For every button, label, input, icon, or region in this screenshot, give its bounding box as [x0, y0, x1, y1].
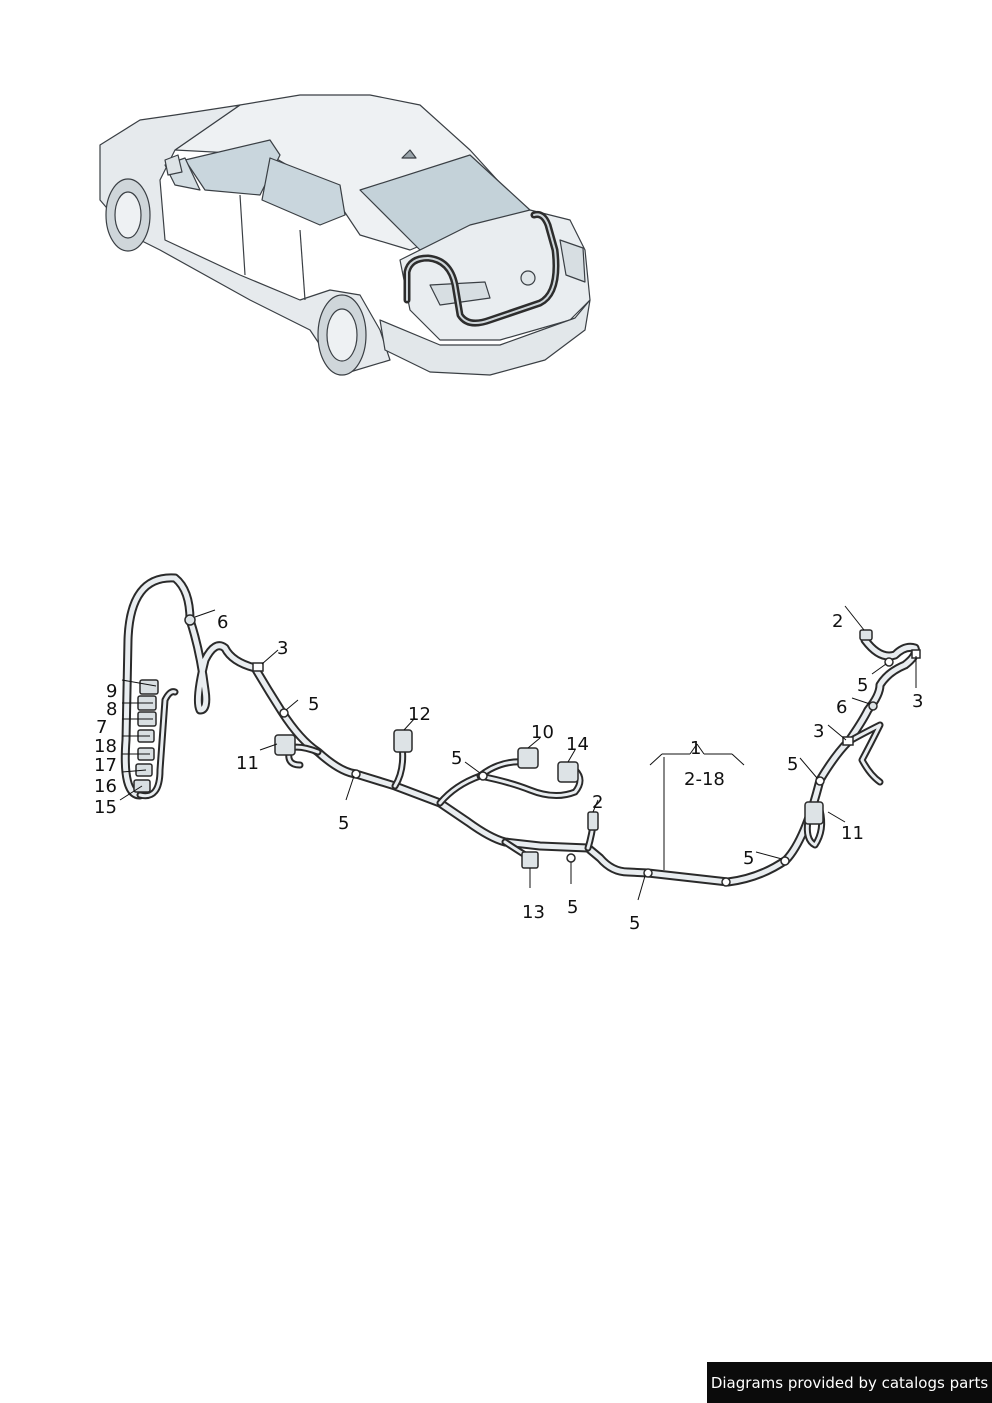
clip-5 — [351, 769, 361, 779]
callout-18: 18 — [94, 736, 117, 757]
callout-13: 13 — [522, 902, 545, 923]
callout-5-e: 5 — [629, 913, 640, 934]
leader-lines — [119, 605, 917, 901]
connector-10 — [517, 747, 539, 769]
clip-5 — [279, 708, 289, 718]
callout-9: 9 — [106, 681, 117, 702]
callout-7: 7 — [96, 717, 107, 738]
callout-2-right: 2 — [832, 611, 843, 632]
callout-1: 1 — [690, 738, 701, 759]
callout-14: 14 — [566, 734, 589, 755]
connector-2-right — [859, 629, 873, 641]
car-body — [99, 94, 591, 376]
connector-11-left — [274, 734, 296, 756]
harness-main — [120, 573, 920, 887]
clip-5 — [643, 868, 653, 878]
clip-5 — [780, 856, 790, 866]
callout-5-g: 5 — [787, 754, 798, 775]
holder-3 — [842, 736, 854, 746]
clip-5 — [566, 853, 576, 863]
callout-5-a: 5 — [308, 694, 319, 715]
connector-12 — [393, 729, 413, 753]
callout-15: 15 — [94, 797, 117, 818]
clip-5 — [815, 776, 825, 786]
callout-16: 16 — [94, 776, 117, 797]
callout-10: 10 — [531, 722, 554, 743]
callout-labels: 6 3 5 9 8 7 18 17 16 15 11 12 10 14 5 5 … — [94, 611, 923, 934]
callout-8: 8 — [106, 699, 117, 720]
connector-13 — [521, 851, 539, 869]
callout-5-c: 5 — [338, 813, 349, 834]
connector-14 — [557, 761, 579, 783]
clip-5 — [884, 657, 894, 667]
callout-5-d: 5 — [567, 897, 578, 918]
catalog-credit-banner: Diagrams provided by catalogs parts — [707, 1362, 992, 1403]
grommet-6-right — [868, 701, 878, 711]
callout-5-b: 5 — [451, 748, 462, 769]
holder-3 — [252, 662, 264, 672]
clip-5 — [721, 877, 731, 887]
callout-6-right: 6 — [836, 697, 847, 718]
callout-5-f: 5 — [743, 848, 754, 869]
callout-5-h: 5 — [857, 675, 868, 696]
callout-11-right: 11 — [841, 823, 864, 844]
grommet-6-left — [184, 614, 196, 626]
components — [184, 614, 878, 869]
callout-12: 12 — [408, 704, 431, 725]
callout-2-18: 2-18 — [684, 769, 725, 790]
callout-3-right: 3 — [912, 691, 923, 712]
connector-2-mid — [587, 811, 599, 831]
callout-6-left: 6 — [217, 612, 228, 633]
callout-2-mid: 2 — [592, 792, 603, 813]
callout-17: 17 — [94, 755, 117, 776]
connector-11-right — [804, 801, 824, 825]
callout-3-left: 3 — [277, 638, 288, 659]
callout-3-right-mid: 3 — [813, 721, 824, 742]
callout-11-left: 11 — [236, 753, 259, 774]
connector-9 — [139, 679, 159, 695]
clip-5 — [478, 771, 488, 781]
